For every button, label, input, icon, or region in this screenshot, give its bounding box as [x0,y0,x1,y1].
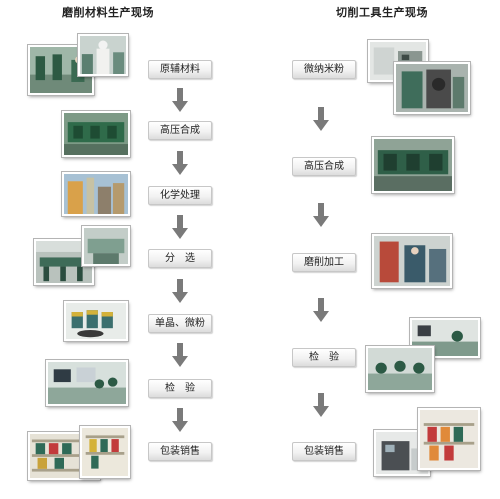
down-arrow-icon [313,203,329,227]
left-step-chemical-treatment: 化学处理 [148,186,212,205]
down-arrow-icon [172,408,188,432]
down-arrow-icon [172,215,188,239]
left-step-raw-materials: 原辅材料 [148,60,212,79]
right-step-inspection: 检 验 [292,348,356,367]
photo-high-pressure-press [62,111,130,157]
photo-cutting-inspection-team [366,346,434,392]
left-step-crystal-powder: 单晶、微粉 [148,314,212,333]
photo-raw-materials-workshop [28,45,94,95]
left-step-high-pressure: 高压合成 [148,121,212,140]
left-step-sorting: 分 选 [148,249,212,268]
down-arrow-icon [172,343,188,367]
photo-nano-powder-equipment [394,62,470,114]
down-arrow-icon [313,107,329,131]
down-arrow-icon [313,393,329,417]
photo-packaging-storage [80,426,130,478]
left-step-packaging-sales: 包装销售 [148,442,212,461]
right-step-grinding: 磨削加工 [292,253,356,272]
photo-sorting-workshop [82,226,130,266]
right-step-nano-powder: 微纳米粉 [292,60,356,79]
left-step-inspection: 检 验 [148,379,212,398]
right-step-packaging-sales: 包装销售 [292,442,356,461]
down-arrow-icon [172,151,188,175]
photo-cutting-high-pressure [372,137,454,193]
down-arrow-icon [172,88,188,112]
photo-crystal-powder-jars [64,301,128,341]
photo-cutting-storage-shelves [418,408,480,470]
left-column-title: 磨削材料生产现场 [62,6,154,19]
right-column-title: 切削工具生产现场 [336,6,428,19]
down-arrow-icon [313,298,329,322]
right-step-high-pressure: 高压合成 [292,157,356,176]
photo-grinding-machining [372,234,452,288]
photo-inspection-lab [46,360,128,406]
down-arrow-icon [172,279,188,303]
photo-chemical-treatment-plant [62,172,130,216]
photo-raw-materials-worker [78,34,128,76]
